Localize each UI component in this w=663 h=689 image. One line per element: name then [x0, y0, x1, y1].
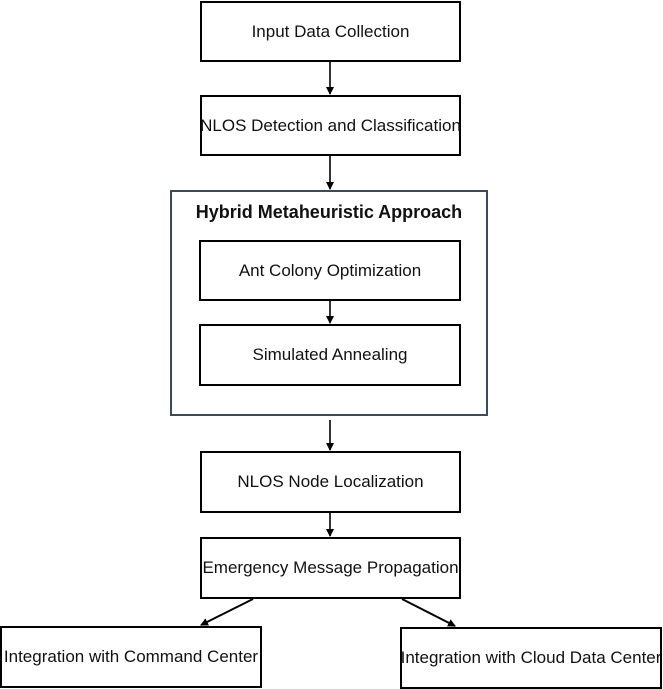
hybrid-metaheuristic-title: Hybrid Metaheuristic Approach [195, 202, 463, 222]
arrow-emergency-to-cloud [401, 598, 456, 627]
integration-cloud-data-center-label: Integration with Cloud Data Center [400, 648, 662, 667]
nlos-node-localization-box: NLOS Node Localization [200, 451, 461, 513]
emergency-message-propagation-label: Emergency Message Propagation [202, 558, 459, 577]
input-data-collection-label: Input Data Collection [251, 21, 410, 41]
integration-command-center-label: Integration with Command Center [3, 647, 259, 666]
emergency-message-propagation-box: Emergency Message Propagation [200, 537, 461, 599]
nlos-node-localization-label: NLOS Node Localization [237, 472, 424, 491]
integration-command-center-box: Integration with Command Center [0, 626, 262, 688]
ant-colony-optimization-label: Ant Colony Optimization [238, 260, 422, 280]
arrow-emergency-to-command [200, 598, 254, 626]
simulated-annealing-box: Simulated Annealing [199, 324, 461, 386]
input-data-collection-box: Input Data Collection [200, 1, 461, 62]
simulated-annealing-label: Simulated Annealing [252, 345, 408, 364]
integration-cloud-data-center-box: Integration with Cloud Data Center [400, 627, 662, 689]
nlos-detection-label: NLOS Detection and Classification [200, 115, 461, 135]
nlos-detection-box: NLOS Detection and Classification [200, 95, 461, 156]
ant-colony-optimization-box: Ant Colony Optimization [199, 240, 461, 301]
